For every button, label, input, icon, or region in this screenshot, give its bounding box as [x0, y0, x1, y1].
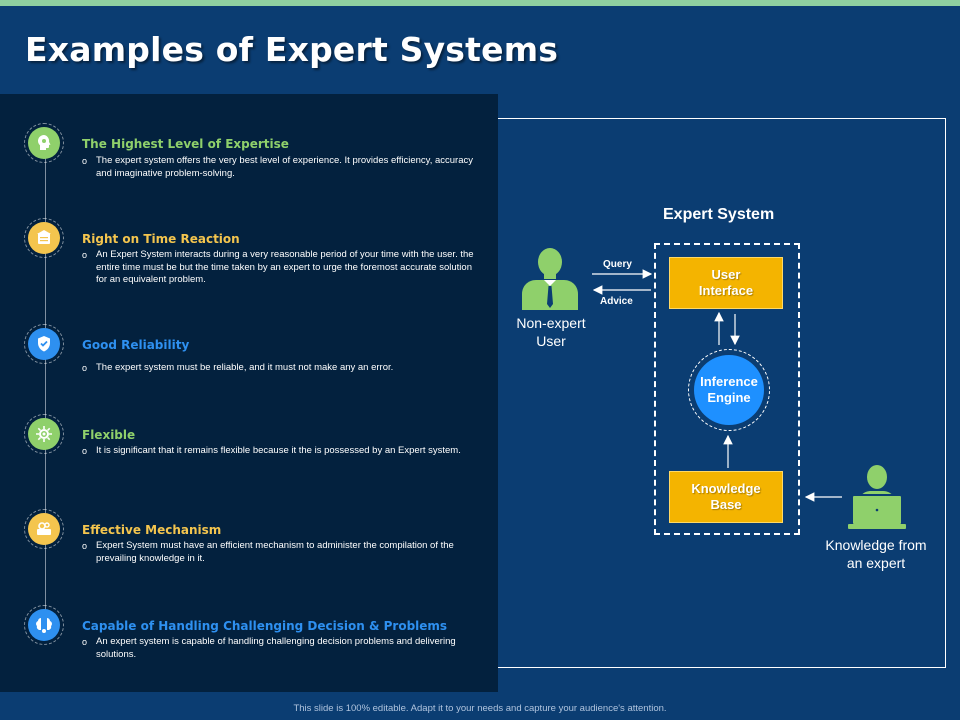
- top-accent-bar: [0, 0, 960, 6]
- knowledge-base-box: Knowledge Base: [669, 471, 783, 523]
- feature-body-text: It is significant that it remains flexib…: [96, 445, 461, 456]
- query-label: Query: [603, 259, 632, 270]
- feature-heading: Effective Mechanism: [82, 523, 222, 537]
- brain-gear-icon: [24, 605, 64, 645]
- features-panel: [0, 94, 498, 692]
- knowledge-from-expert-caption: Knowledge from an expert: [825, 537, 927, 571]
- expert-system-label: Expert System: [663, 206, 775, 223]
- expert-system-boundary: [654, 243, 800, 535]
- time-reaction-icon: [24, 218, 64, 258]
- timeline-line: [45, 142, 46, 624]
- flexible-gear-icon: [24, 414, 64, 454]
- diagram-frame: [498, 118, 946, 668]
- footer-note: This slide is 100% editable. Adapt it to…: [293, 703, 667, 714]
- user-interface-box: User Interface: [669, 257, 783, 309]
- user-interface-label: User Interface: [698, 267, 754, 298]
- businessman-icon: [522, 248, 578, 310]
- shield-check-icon: [24, 324, 64, 364]
- feature-heading: Right on Time Reaction: [82, 232, 240, 246]
- feature-body-text: The expert system must be reliable, and …: [96, 362, 394, 373]
- advice-label: Advice: [600, 296, 633, 307]
- feature-heading: Capable of Handling Challenging Decision…: [82, 619, 448, 633]
- knowledge-base-label: Knowledge Base: [691, 481, 761, 512]
- feature-heading: Good Reliability: [82, 338, 190, 352]
- laptop-expert-icon: [848, 465, 906, 529]
- feature-body-text: Expert System must have an efficient mec…: [96, 540, 454, 564]
- feature-body-text: An expert system is capable of handling …: [96, 636, 456, 660]
- feature-body-text: The expert system offers the very best l…: [96, 155, 474, 179]
- mechanism-icon: [24, 509, 64, 549]
- feature-body-text: An Expert System interacts during a very…: [96, 249, 474, 285]
- feature-heading: The Highest Level of Expertise: [82, 137, 289, 151]
- inference-engine-label: Inference Engine: [700, 374, 758, 405]
- non-expert-user-caption: Non-expert User: [516, 315, 586, 349]
- feature-heading: Flexible: [82, 428, 136, 442]
- expertise-head-icon: [24, 123, 64, 163]
- inference-engine-circle: Inference Engine: [688, 349, 770, 431]
- page-title: Examples of Expert Systems: [25, 30, 559, 69]
